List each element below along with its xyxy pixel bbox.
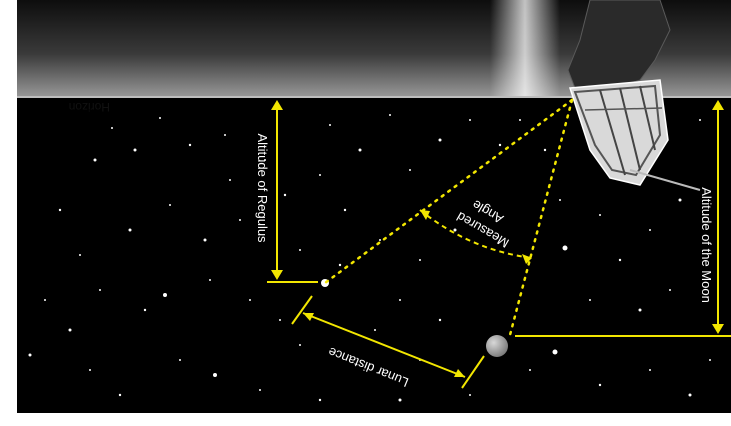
light-beam: [490, 0, 560, 98]
lunar-distance-arrowhead-right: [454, 369, 465, 377]
sextant-icon: [568, 79, 701, 191]
star-field: [28, 114, 711, 402]
altitude-regulus-arrowhead-bottom: [271, 270, 283, 280]
moon: [486, 335, 508, 357]
sightline-moon: [508, 98, 574, 337]
measured-angle-arrowhead-left: [420, 210, 430, 220]
lunar-distance-arrow: [302, 312, 466, 378]
lunar-distance-end-right: [461, 355, 485, 389]
horizon-label: Horizon: [69, 100, 110, 114]
lunar-distance-end-left: [291, 295, 313, 325]
lunar-distance-arrowhead-left: [303, 313, 314, 321]
sightline-regulus: [323, 98, 574, 285]
altitude-moon-arrowhead-top: [712, 100, 724, 110]
measured-angle-arc: [419, 209, 533, 259]
altitude-moon-arrowhead-bottom: [712, 324, 724, 334]
measured-angle-arrowhead-right: [522, 254, 532, 264]
altitude-moon-label: Altitude of the Moon: [699, 187, 714, 303]
altitude-regulus-arrowhead-top: [271, 100, 283, 110]
altitude-regulus-label: Altitude of Regulus: [255, 133, 270, 243]
